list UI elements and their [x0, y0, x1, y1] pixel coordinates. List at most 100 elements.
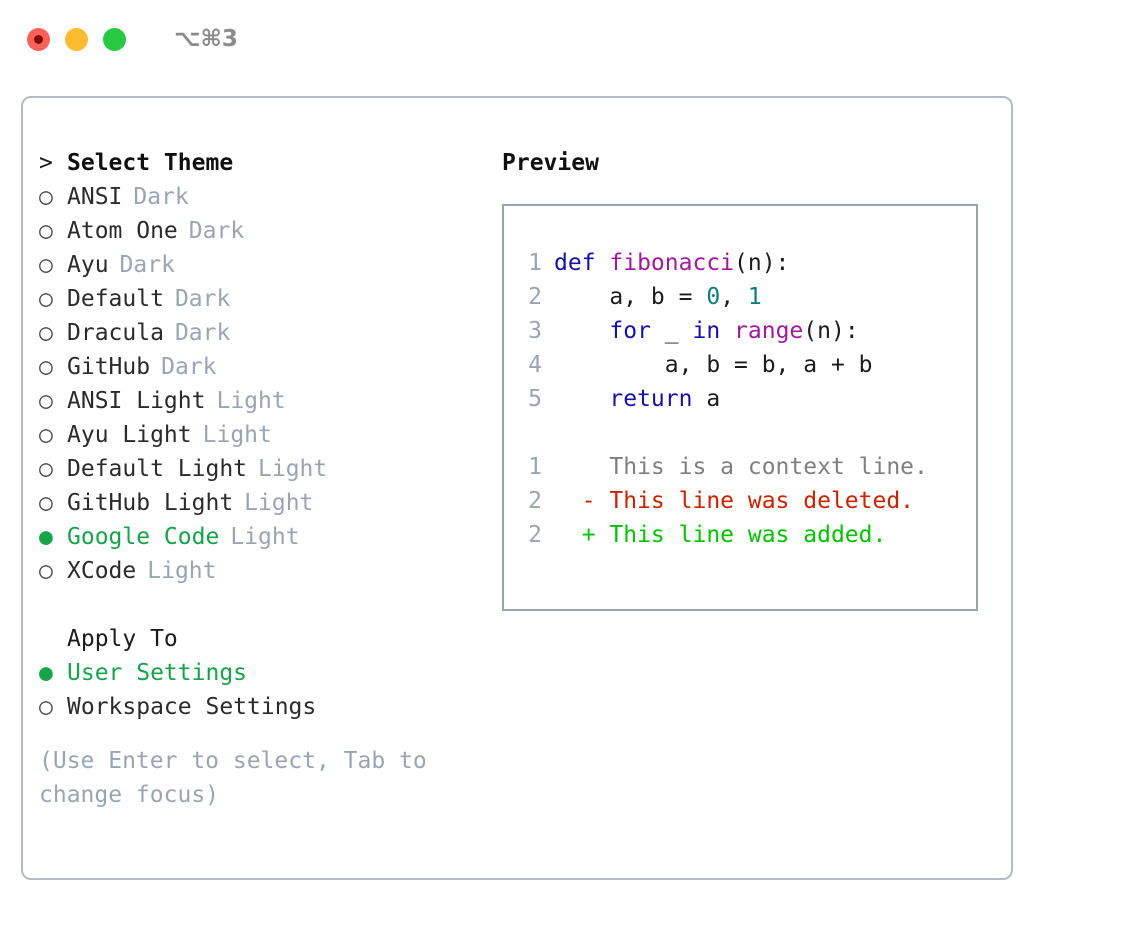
code-token: in — [692, 318, 721, 344]
code-line-number: 2 — [528, 284, 542, 310]
code-token — [720, 318, 734, 344]
theme-item-variant-tag: Light — [258, 456, 328, 482]
apply-to-list: ● User Settings ○ Workspace Settings — [39, 656, 469, 724]
code-token: def — [554, 250, 610, 276]
theme-item-variant-tag: Dark — [161, 354, 217, 380]
theme-item-variant-tag: Dark — [133, 184, 189, 210]
radio-selected-icon[interactable]: ● — [39, 524, 53, 550]
theme-list-item[interactable]: ○ Default Light Light — [39, 452, 469, 486]
theme-list-item[interactable]: ○ Atom One Dark — [39, 214, 469, 248]
diff-marker-icon — [554, 454, 609, 480]
code-line: 3 for _ in range(n): — [516, 314, 976, 348]
select-theme-heading: > Select Theme — [39, 146, 469, 180]
theme-item-variant-tag: Light — [244, 490, 314, 516]
theme-item-name: Dracula — [67, 320, 164, 346]
radio-unselected-icon[interactable]: ○ — [39, 218, 53, 244]
theme-item-name: ANSI Light — [67, 388, 206, 414]
theme-item-variant-tag: Light — [202, 422, 272, 448]
code-token: a — [692, 386, 721, 412]
theme-item-variant-tag: Dark — [119, 252, 175, 278]
theme-item-name: GitHub — [67, 354, 151, 380]
apply-to-heading: Apply To — [39, 622, 469, 656]
code-token: (n): — [803, 318, 859, 344]
apply-to-list-item[interactable]: ○ Workspace Settings — [39, 690, 469, 724]
theme-item-name: Default Light — [67, 456, 248, 482]
keyboard-hint-text: (Use Enter to select, Tab to change focu… — [39, 744, 449, 812]
radio-unselected-icon[interactable]: ○ — [39, 184, 53, 210]
apply-to-item-name: User Settings — [67, 660, 248, 686]
code-token: a, b = b, a + b — [554, 352, 873, 378]
code-line-number: 3 — [528, 318, 542, 344]
theme-item-variant-tag: Dark — [188, 218, 245, 244]
theme-item-variant-tag: Dark — [174, 320, 231, 346]
code-token: 1 — [747, 284, 762, 310]
diff-line: 2 - This line was deleted. — [516, 484, 976, 518]
apply-to-list-item[interactable]: ● User Settings — [39, 656, 469, 690]
diff-line-text: This line was added. — [609, 522, 887, 548]
close-button-icon[interactable] — [27, 27, 50, 51]
close-dot-core — [34, 34, 43, 44]
apply-to-item-name: Workspace Settings — [67, 694, 317, 720]
radio-unselected-icon[interactable]: ○ — [39, 490, 53, 516]
code-token — [554, 318, 609, 344]
diff-line-number: 2 — [528, 522, 542, 548]
maximize-button-icon[interactable] — [103, 27, 126, 51]
theme-list-item[interactable]: ○ ANSI Dark — [39, 180, 469, 214]
theme-item-variant-tag: Dark — [174, 286, 231, 312]
radio-unselected-icon[interactable]: ○ — [39, 388, 53, 414]
code-line-number: 4 — [528, 352, 542, 378]
diff-marker-icon: + — [554, 522, 610, 548]
theme-list-item[interactable]: ● Google Code Light — [39, 520, 469, 554]
code-token: , — [720, 284, 748, 310]
diff-line: 2 + This line was added. — [516, 518, 976, 552]
theme-item-name: Google Code — [67, 524, 220, 550]
theme-list-item[interactable]: ○ Dracula Dark — [39, 316, 469, 350]
theme-item-name: Atom One — [67, 218, 178, 244]
diff-line-text: This is a context line. — [609, 454, 928, 480]
diff-sample: 1 This is a context line.2 - This line w… — [516, 450, 976, 552]
theme-item-name: Ayu — [67, 252, 109, 278]
theme-list-item[interactable]: ○ GitHub Dark — [39, 350, 469, 384]
theme-item-name: ANSI — [67, 184, 123, 210]
theme-item-variant-tag: Light — [230, 524, 300, 550]
apply-to-title: Apply To — [67, 626, 178, 652]
prompt-caret-icon: > — [39, 150, 53, 176]
radio-unselected-icon[interactable]: ○ — [39, 558, 53, 584]
theme-list-item[interactable]: ○ Ayu Dark — [39, 248, 469, 282]
traffic-light-buttons — [27, 27, 126, 51]
radio-unselected-icon[interactable]: ○ — [39, 694, 53, 720]
radio-unselected-icon[interactable]: ○ — [39, 456, 53, 482]
radio-selected-icon[interactable]: ● — [39, 660, 53, 686]
diff-marker-icon: - — [554, 488, 610, 514]
keyboard-hint-line-2: change focus) — [39, 782, 220, 808]
code-diff-spacer — [516, 416, 976, 450]
diff-line: 1 This is a context line. — [516, 450, 976, 484]
theme-item-variant-tag: Light — [147, 558, 217, 584]
minimize-button-icon[interactable] — [65, 27, 88, 51]
radio-unselected-icon[interactable]: ○ — [39, 354, 53, 380]
code-line: 2 a, b = 0, 1 — [516, 280, 976, 314]
radio-unselected-icon[interactable]: ○ — [39, 286, 53, 312]
code-token — [554, 386, 609, 412]
code-token: range — [734, 318, 804, 344]
radio-unselected-icon[interactable]: ○ — [39, 422, 53, 448]
code-token: (n): — [734, 250, 790, 276]
code-token: a, b = — [554, 284, 707, 310]
radio-unselected-icon[interactable]: ○ — [39, 252, 53, 278]
code-token: 0 — [706, 284, 721, 310]
keyboard-hint-line-1: (Use Enter to select, Tab to — [39, 748, 427, 774]
window-titlebar: ⌥⌘3 — [0, 0, 1140, 78]
radio-unselected-icon[interactable]: ○ — [39, 320, 53, 346]
theme-item-name: Default — [67, 286, 164, 312]
theme-list-item[interactable]: ○ Default Dark — [39, 282, 469, 316]
